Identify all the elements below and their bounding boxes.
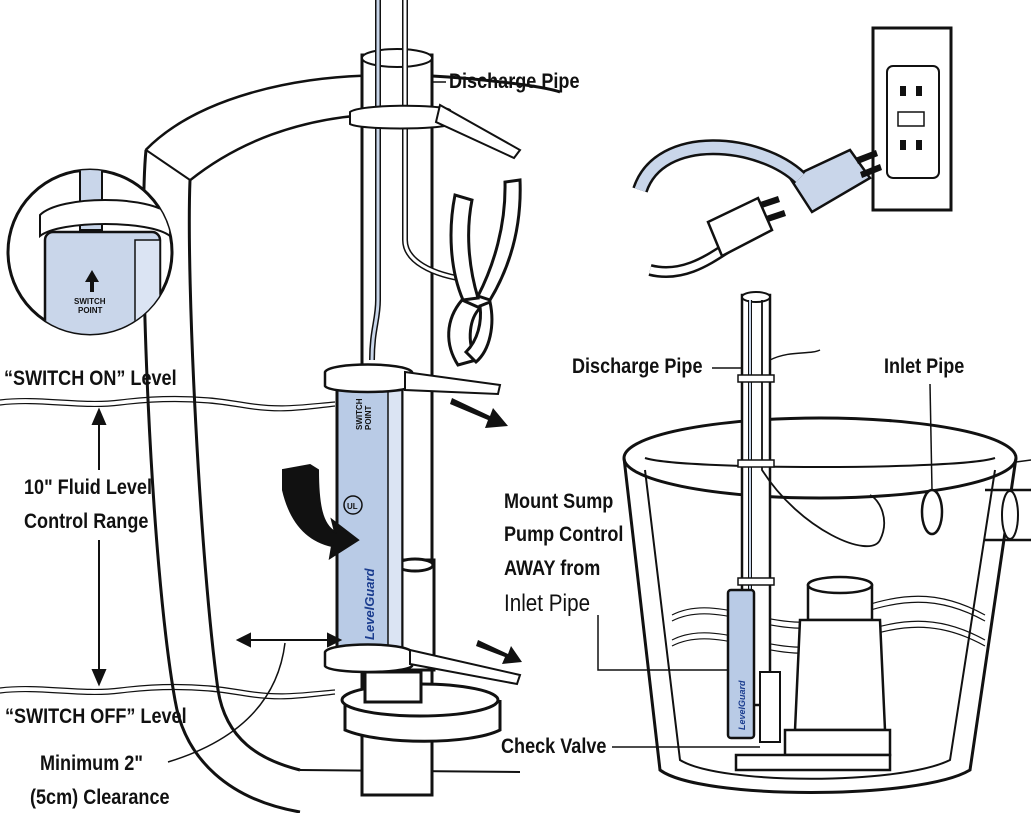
label-clearance-line1: Minimum 2"	[40, 752, 143, 775]
device-brand-left: LevelGuard	[362, 567, 377, 640]
label-switch-off: “SWITCH OFF” Level	[5, 705, 187, 728]
rotate-arrow-icon	[282, 463, 360, 561]
inset-switch-text: SWITCH	[74, 297, 106, 306]
pliers-icon	[447, 178, 522, 367]
pull-arrow-icon	[450, 398, 522, 664]
top-cable-tie	[349, 103, 522, 160]
piggyback-plug	[788, 148, 882, 214]
grounded-plug	[706, 196, 786, 258]
leader-lines-right	[597, 367, 933, 748]
label-inlet-pipe: Inlet Pipe	[884, 355, 965, 378]
right-inlet-pipe	[920, 459, 1031, 542]
device-switch-text: SWITCH	[355, 398, 364, 430]
check-valve	[759, 671, 781, 743]
right-sump-basin	[622, 416, 1018, 794]
label-range-line1: 10" Fluid Level	[24, 476, 153, 499]
label-mount-line2: Pump Control	[504, 523, 624, 546]
level-lines	[0, 395, 336, 700]
double-arrow-icon	[91, 407, 107, 687]
device-point-text: POINT	[364, 405, 373, 430]
right-pump	[734, 575, 892, 772]
ul-mark-icon: UL	[343, 495, 363, 515]
right-level-control-device: LevelGuard	[726, 588, 756, 740]
label-check-valve: Check Valve	[501, 735, 607, 758]
label-discharge-pipe-left: Discharge Pipe	[449, 70, 580, 93]
device-brand-right: LevelGuard	[737, 680, 747, 730]
right-discharge-pipe	[737, 291, 885, 707]
label-switch-on: “SWITCH ON” Level	[4, 367, 177, 390]
label-mount-line3: AWAY from	[504, 557, 601, 580]
label-discharge-pipe-right: Discharge Pipe	[572, 355, 703, 378]
svg-text:UL: UL	[347, 502, 358, 511]
label-mount-line1: Mount Sump	[504, 490, 614, 513]
label-range-line2: Control Range	[24, 510, 149, 533]
inset-point-text: POINT	[78, 306, 103, 315]
left-level-control-device: LevelGuard SWITCH POINT UL	[323, 363, 522, 686]
label-clearance-line2: (5cm) Clearance	[30, 786, 170, 809]
switch-point-inset: SWITCH POINT	[6, 168, 174, 336]
clearance-arrow	[167, 632, 343, 763]
basin-rim	[144, 74, 363, 182]
wall-outlet	[871, 26, 953, 212]
label-mount-line4: Inlet Pipe	[504, 590, 591, 617]
